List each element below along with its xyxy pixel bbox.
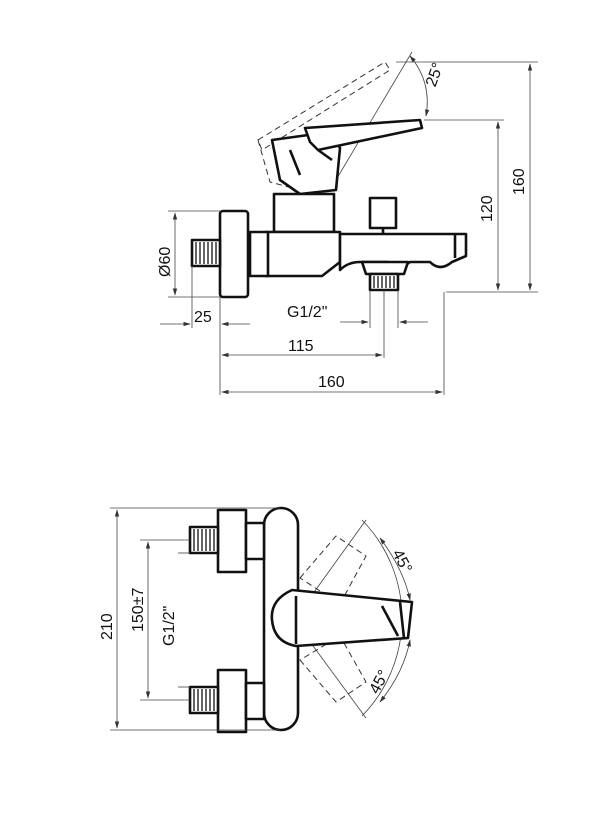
diverter-knob [368, 196, 398, 230]
top-view: 210 150±7 G1/2" 45° 45° [99, 506, 415, 734]
wall-offset-label: 25 [194, 309, 212, 326]
dimension-height-total: 160 [396, 61, 538, 293]
height-total-label: 160 [511, 168, 528, 195]
dimension-outlet-distance: 115 [221, 338, 383, 358]
wall-connector-nut [248, 230, 270, 278]
diameter-label: Ø60 [157, 247, 174, 277]
angle-lower-label: 45° [367, 668, 393, 697]
angle-arc [409, 55, 430, 117]
inlet-thread [190, 238, 222, 268]
angle-upper-label: 45° [388, 547, 414, 576]
mixer-handle [270, 118, 424, 196]
dimension-diameter: Ø60 [157, 210, 220, 298]
dimension-inlet-thread: G1/2" [161, 552, 190, 688]
dimension-centers: 150±7 [130, 541, 151, 699]
dimension-height-spout: 120 [424, 119, 504, 291]
centers-label: 150±7 [130, 588, 147, 632]
cartridge-body [272, 192, 336, 234]
outlet-thread-label: G1/2" [287, 304, 327, 321]
inlet-thread-label: G1/2" [161, 606, 178, 646]
dimension-overall-height: 210 [99, 509, 120, 729]
overall-height-label: 210 [99, 613, 116, 640]
mixer-body [264, 230, 342, 278]
dimension-length: 160 [221, 374, 443, 395]
length-label: 160 [318, 374, 345, 391]
dimension-wall-offset: 25 [160, 309, 250, 327]
dimension-outlet-thread: G1/2" [287, 304, 428, 325]
angle-label: 25° [423, 61, 447, 90]
lower-escutcheon [216, 668, 248, 734]
height-spout-label: 120 [479, 195, 496, 222]
side-view: 25° 160 120 Ø60 [157, 51, 538, 395]
outlet-distance-label: 115 [288, 338, 314, 355]
escutcheon [218, 209, 250, 299]
lever-rotated-lower [299, 635, 367, 703]
mixer-handle-top [270, 588, 414, 648]
outlet-nut [360, 260, 410, 276]
upper-inlet-thread [188, 525, 220, 555]
upper-escutcheon [216, 508, 248, 574]
